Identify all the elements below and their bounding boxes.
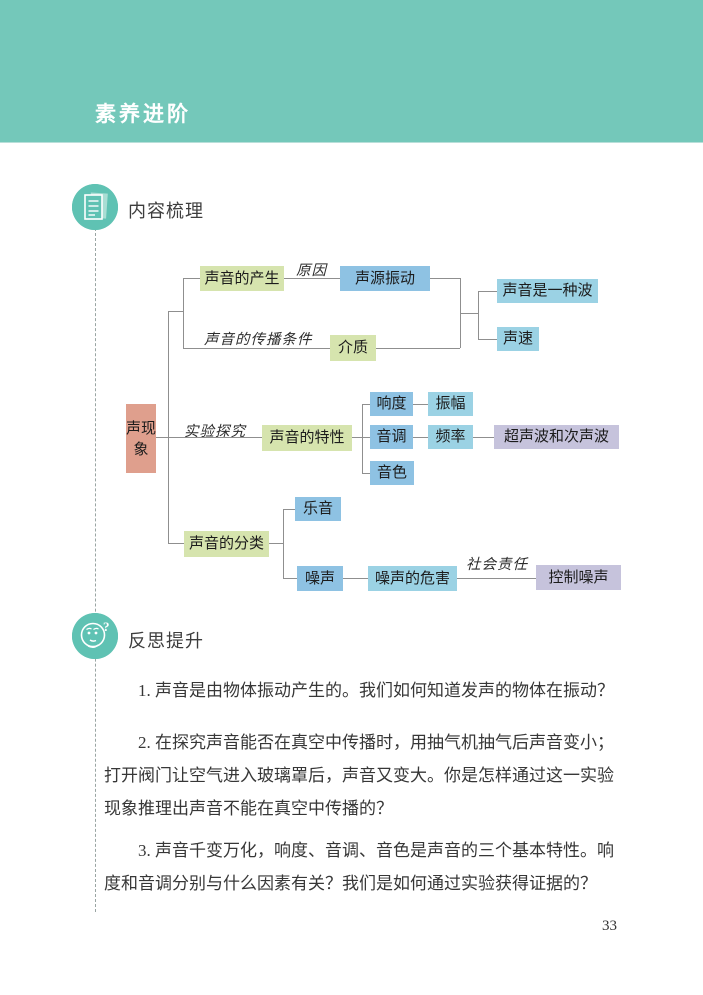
node-amplitude: 振幅: [428, 392, 473, 416]
connector-line: [376, 348, 460, 349]
connector-line: [168, 437, 262, 438]
content-section-icon: [72, 184, 118, 230]
reflect-section-icon: ?: [72, 613, 118, 659]
node-noise-control: 控制噪声: [536, 565, 621, 590]
connector-line: [457, 578, 536, 579]
node-musical-sound: 乐音: [295, 497, 341, 521]
connector-line: [343, 578, 368, 579]
connector-line: [168, 543, 184, 544]
connector-line: [478, 291, 497, 292]
connector-line: [362, 473, 370, 474]
header-band: 素养进阶: [0, 0, 703, 143]
connector-line: [183, 278, 184, 348]
connector-line: [168, 311, 183, 312]
question-2: 2. 在探究声音能否在真空中传播时，用抽气机抽气后声音变小； 打开阀门让空气进入…: [104, 726, 614, 825]
question-line: 1. 声音是由物体振动产生的。我们如何知道发声的物体在振动？: [138, 681, 614, 700]
node-medium: 介质: [330, 335, 376, 361]
connector-line: [283, 578, 297, 579]
question-line: 度和音调分别与什么因素有关？我们是如何通过实验获得证据的？: [104, 874, 597, 893]
connector-line: [284, 278, 340, 279]
connector-line: [362, 404, 370, 405]
question-3: 3. 声音千变万化，响度、音调、音色是声音的三个基本特性。响 度和音调分别与什么…: [104, 834, 614, 900]
connector-line: [183, 278, 200, 279]
edge-label-responsibility: 社会责任: [466, 557, 528, 573]
connector-line: [352, 437, 362, 438]
node-noise-harm: 噪声的危害: [368, 566, 457, 591]
node-ultrasound-infrasound: 超声波和次声波: [494, 425, 619, 449]
connector-line: [413, 404, 428, 405]
connector-line: [478, 339, 497, 340]
thinking-face-icon: ?: [72, 613, 118, 659]
question-1: 1. 声音是由物体振动产生的。我们如何知道发声的物体在振动？: [104, 674, 614, 707]
connector-line: [183, 348, 330, 349]
node-sound-classification: 声音的分类: [184, 531, 269, 557]
section-spine-dashed-line: [95, 218, 96, 912]
question-line: 现象推理出声音不能在真空中传播的？: [104, 799, 393, 818]
connector-line: [269, 543, 283, 544]
question-line: 2. 在探究声音能否在真空中传播时，用抽气机抽气后声音变小；: [138, 733, 614, 752]
node-loudness: 响度: [370, 392, 413, 416]
edge-label-experiment: 实验探究: [184, 424, 246, 440]
node-sound-phenomena: 声现象: [126, 404, 156, 473]
connector-line: [362, 437, 370, 438]
connector-line: [283, 509, 295, 510]
document-icon: [72, 184, 118, 230]
node-noise: 噪声: [297, 566, 343, 591]
node-sound-production: 声音的产生: [200, 266, 284, 291]
node-frequency: 频率: [428, 425, 473, 449]
connector-line: [283, 509, 284, 578]
connector-line: [362, 404, 363, 473]
node-source-vibration: 声源振动: [340, 266, 430, 291]
node-sound-properties: 声音的特性: [262, 425, 352, 451]
question-line: 打开阀门让空气进入玻璃罩后，声音又变大。你是怎样通过这一实验: [104, 766, 614, 785]
connector-line: [460, 278, 461, 348]
connector-line: [473, 437, 494, 438]
connector-line: [460, 313, 478, 314]
question-line: 3. 声音千变万化，响度、音调、音色是声音的三个基本特性。响: [138, 841, 614, 860]
node-pitch: 音调: [370, 425, 413, 449]
node-sound-is-wave: 声音是一种波: [497, 279, 598, 303]
content-section-label: 内容梳理: [128, 201, 204, 221]
svg-text:?: ?: [103, 619, 110, 634]
node-timbre: 音色: [370, 461, 414, 485]
connector-line: [156, 437, 168, 438]
edge-label-condition: 声音的传播条件: [204, 332, 313, 348]
page-number: 33: [602, 918, 617, 934]
connector-line: [413, 437, 428, 438]
page-title: 素养进阶: [95, 102, 191, 126]
reflect-section-label: 反思提升: [128, 631, 204, 651]
connector-line: [478, 291, 479, 339]
edge-label-cause: 原因: [296, 263, 327, 279]
connector-line: [168, 311, 169, 543]
node-sound-speed: 声速: [497, 327, 539, 351]
connector-line: [430, 278, 460, 279]
